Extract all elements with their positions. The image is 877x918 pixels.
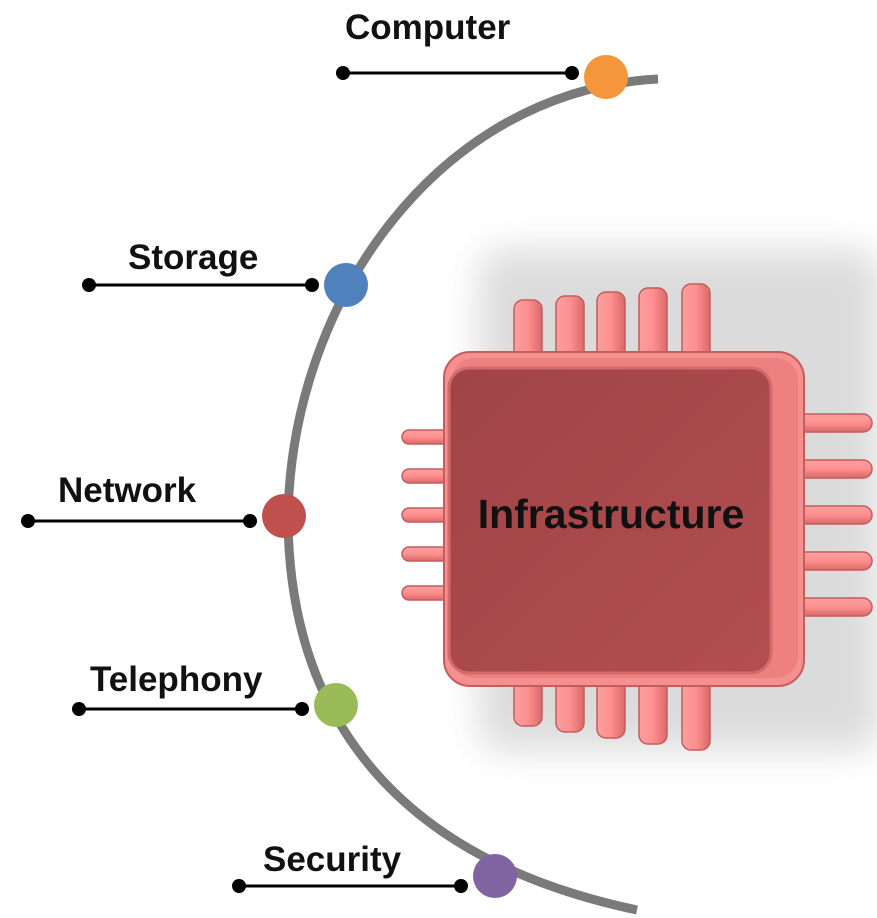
connector-end-dot-network xyxy=(243,514,257,528)
connector-start-dot-network xyxy=(21,514,35,528)
connector-start-dot-telephony xyxy=(72,702,86,716)
connector-layer xyxy=(21,55,628,898)
label-security: Security xyxy=(263,840,402,879)
node-security xyxy=(473,854,517,898)
connector-end-dot-storage xyxy=(305,278,319,292)
connector-start-dot-storage xyxy=(82,278,96,292)
chip-body xyxy=(447,366,773,675)
node-telephony xyxy=(314,683,358,727)
microchip-icon xyxy=(401,283,873,751)
node-computer xyxy=(584,55,628,99)
label-computer: Computer xyxy=(345,8,511,47)
node-network xyxy=(262,494,306,538)
label-storage: Storage xyxy=(128,238,259,277)
connector-end-dot-security xyxy=(454,879,468,893)
connector-start-dot-computer xyxy=(336,66,350,80)
connector-end-dot-computer xyxy=(565,66,579,80)
label-network: Network xyxy=(58,471,197,510)
label-telephony: Telephony xyxy=(90,660,263,699)
chip-title: Infrastructure xyxy=(477,491,745,537)
connector-start-dot-security xyxy=(232,879,246,893)
node-storage xyxy=(324,263,368,307)
connector-end-dot-telephony xyxy=(295,702,309,716)
